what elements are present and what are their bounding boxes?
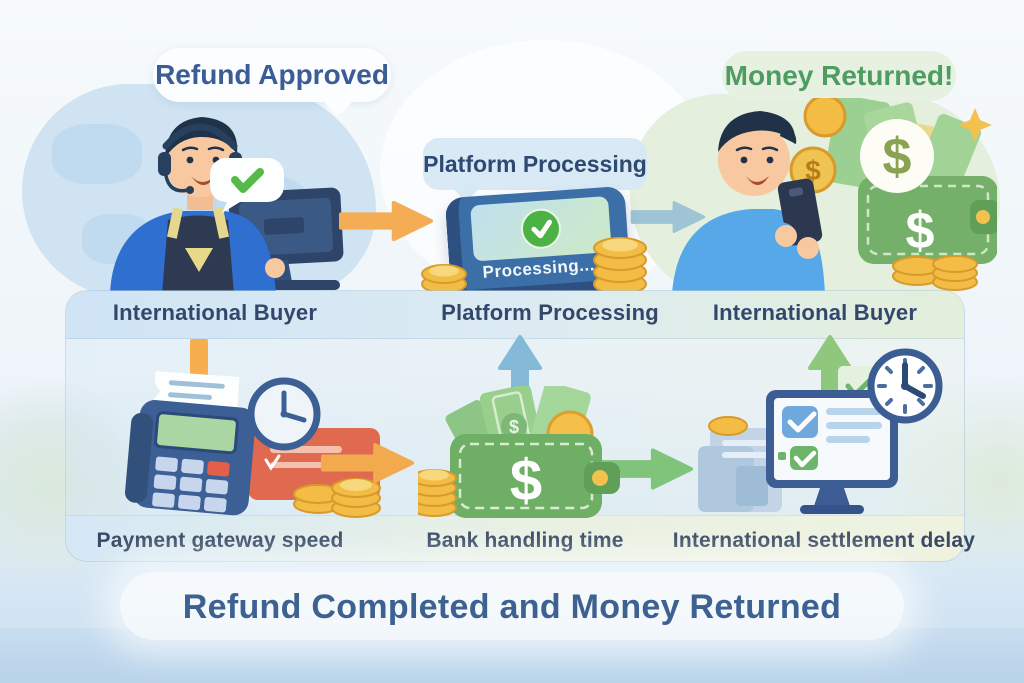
document-stack	[698, 416, 782, 512]
buyer-with-phone-illustration: $ $ $	[662, 98, 997, 294]
dollar-icon: $	[510, 448, 542, 513]
stage-label-international-buyer-1: International Buyer	[112, 300, 318, 325]
check-icon	[519, 207, 563, 251]
dollar-circle-icon: $	[860, 119, 934, 193]
processing-card-illustration: Processing...	[444, 185, 632, 303]
checkmark-speech-bubble	[208, 156, 286, 214]
gold-coin	[708, 416, 748, 436]
money-returned-label: Money Returned!	[724, 60, 954, 91]
international-buyer-illustration	[672, 111, 825, 294]
clock-icon	[247, 377, 321, 451]
coin-stack	[892, 255, 978, 291]
page-title: Refund Completed and Money Returned	[182, 588, 842, 626]
arrow-right-platform-to-buyer	[630, 196, 706, 238]
stage-label-international-buyer-2: International Buyer	[712, 300, 918, 325]
arrow-right-buyer-to-platform	[338, 198, 434, 244]
coin-stack	[418, 250, 470, 294]
wallet-icon: $	[858, 176, 997, 264]
factor-label-bank-handling-time: Bank handling time	[426, 529, 624, 552]
wallet-cash-illustration: $ $	[418, 386, 643, 520]
check-icon	[231, 168, 264, 193]
dollar-icon: $	[906, 202, 935, 260]
arrow-right-gateway-to-bank	[320, 440, 415, 486]
pos-terminal-body	[125, 400, 256, 516]
stage-label-strip	[66, 291, 964, 339]
platform-processing-bubble-label: Platform Processing	[423, 150, 647, 177]
svg-text:$: $	[805, 155, 821, 186]
svg-text:$: $	[509, 417, 519, 437]
stage-label-platform-processing: Platform Processing	[441, 300, 659, 325]
money-returned-badge: Money Returned!	[722, 51, 956, 101]
platform-processing-bubble: Platform Processing	[423, 138, 647, 190]
coin-stack	[293, 478, 381, 518]
settlement-monitor-illustration	[692, 348, 954, 520]
factor-label-international-settlement-delay: International settlement delay	[672, 529, 976, 552]
card-screen	[470, 196, 612, 262]
refund-approved-badge: Refund Approved	[153, 48, 391, 102]
refund-approved-label: Refund Approved	[155, 59, 389, 90]
coin-stack	[590, 226, 650, 296]
sparkle-icon	[958, 108, 992, 142]
gold-coin: $	[789, 98, 847, 194]
wallet-icon: $	[450, 434, 620, 518]
factor-label-payment-gateway-speed: Payment gateway speed	[96, 529, 344, 552]
svg-text:$: $	[883, 128, 912, 186]
clock-icon	[867, 348, 943, 424]
monitor-icon	[766, 390, 898, 514]
title-band	[120, 572, 904, 640]
